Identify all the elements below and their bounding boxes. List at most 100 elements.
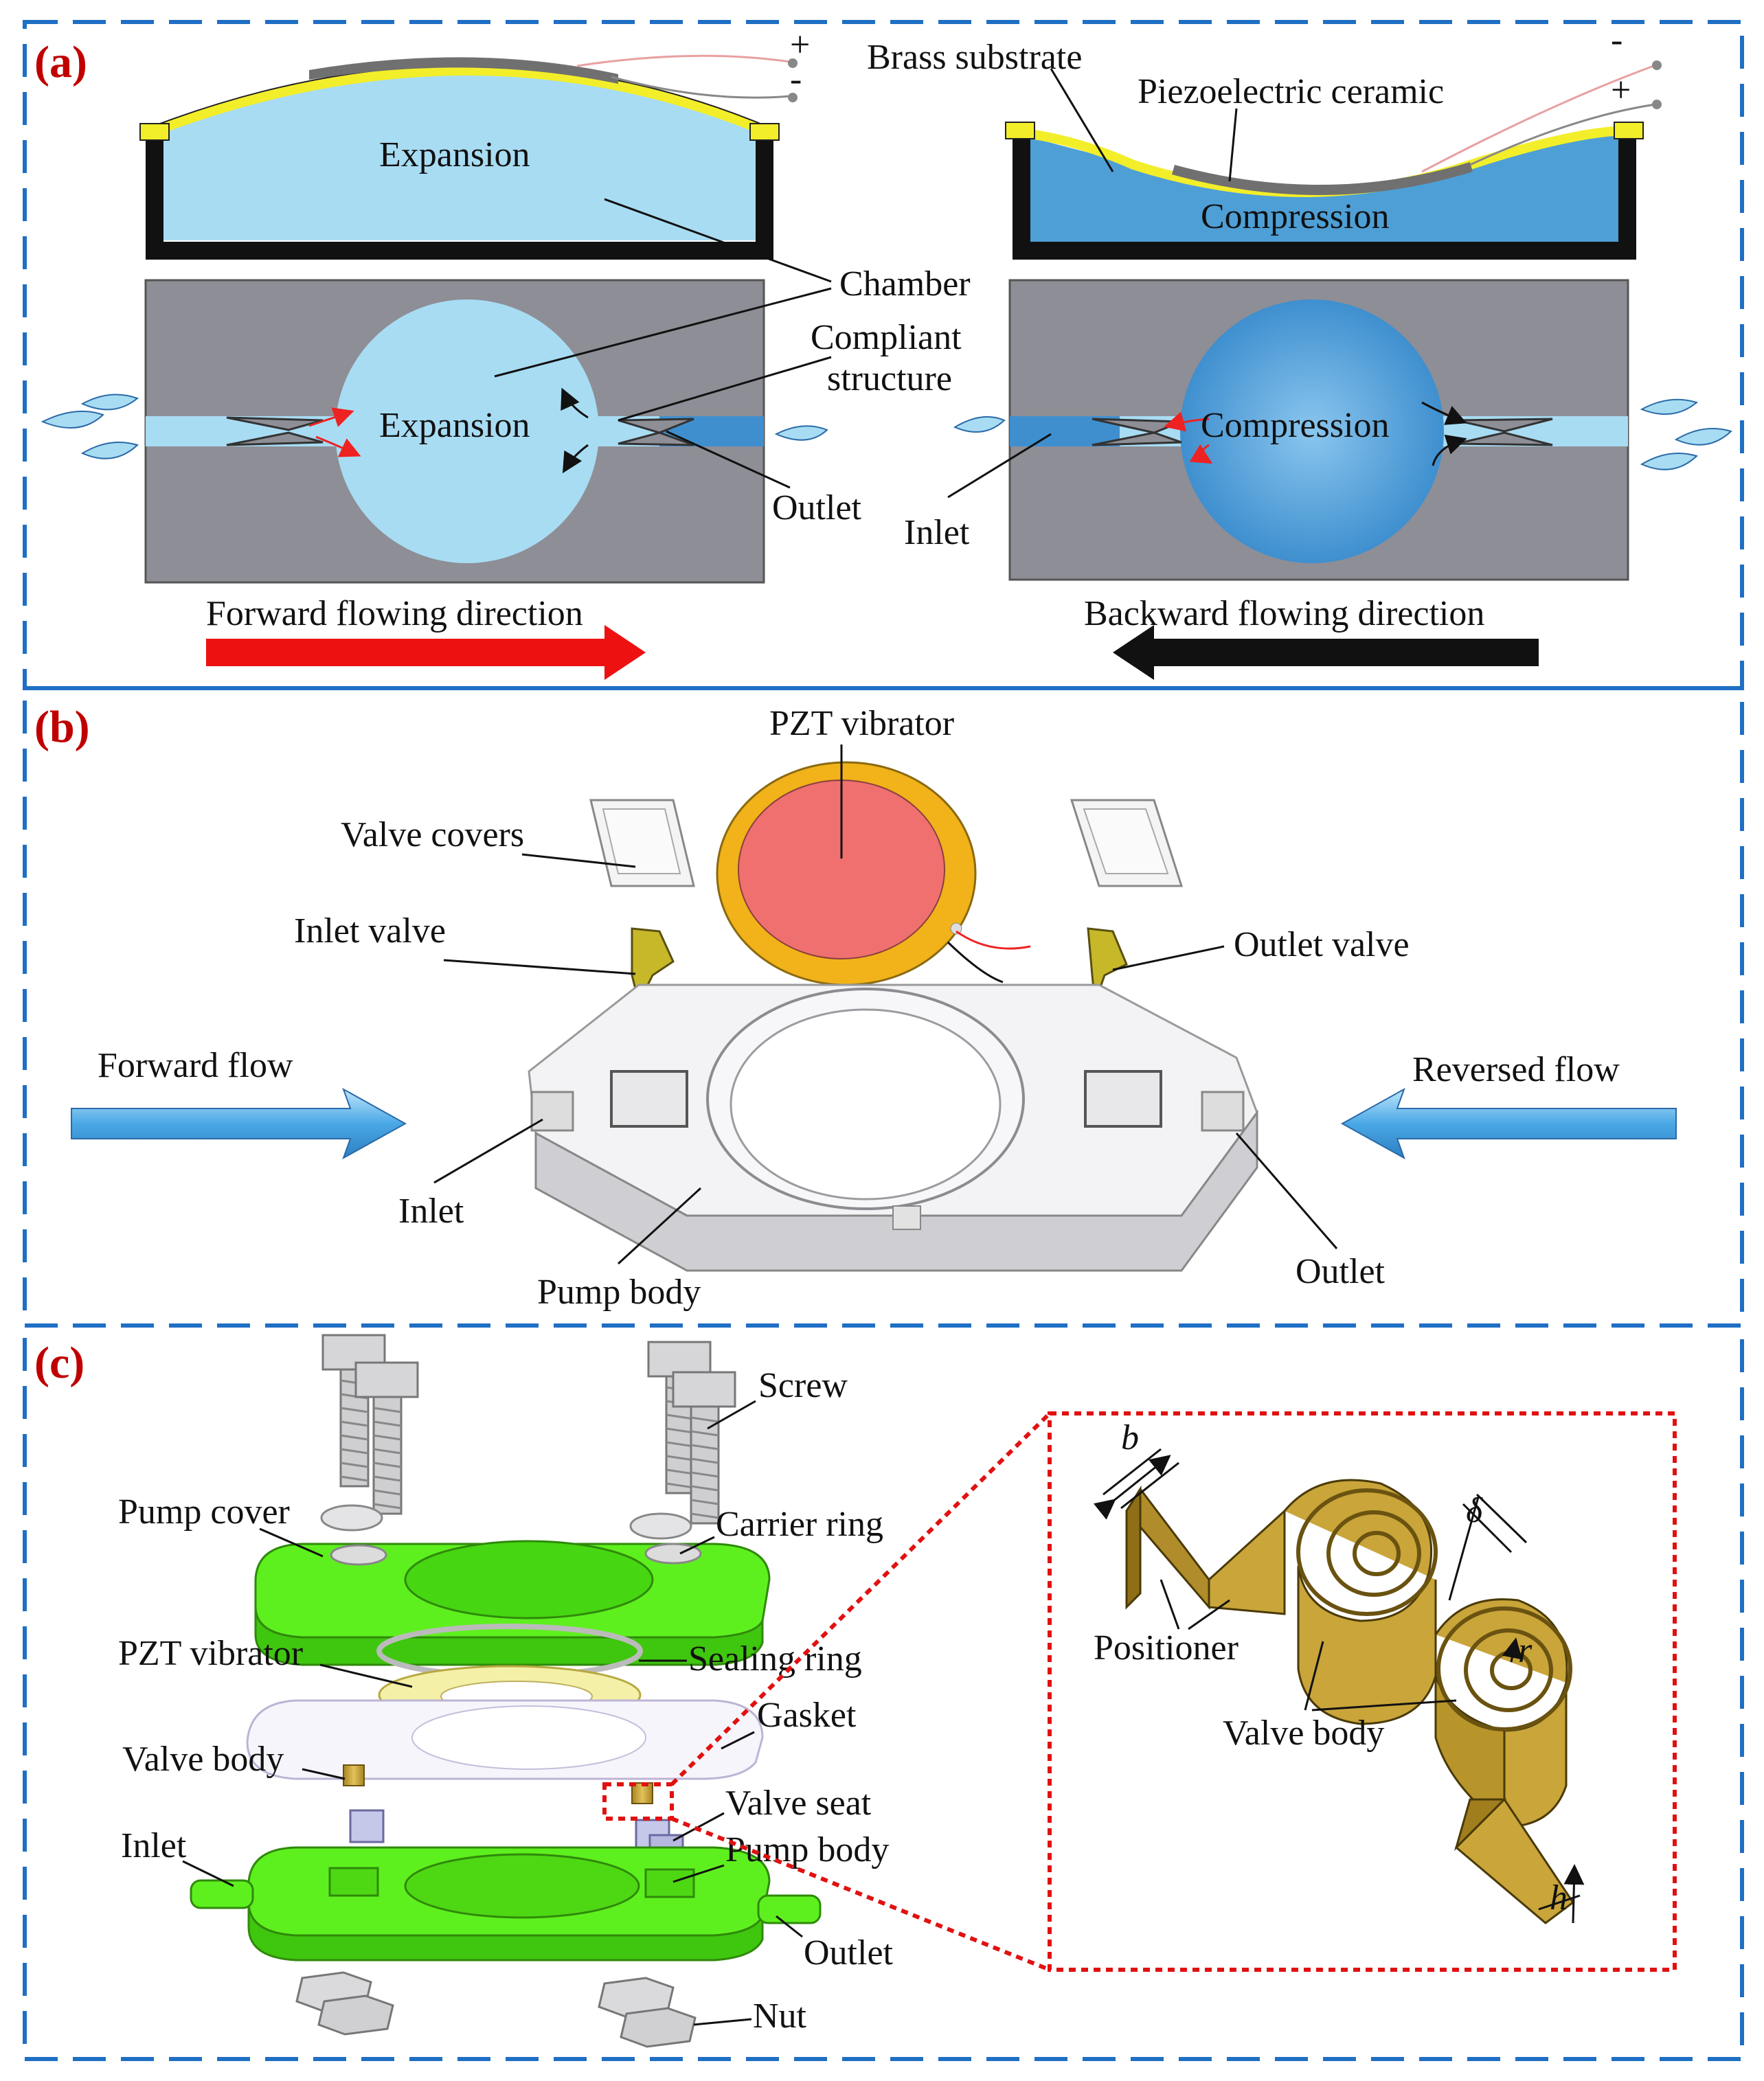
carrier-ring-left (330, 1544, 387, 1566)
pump-cover-hole (404, 1540, 654, 1619)
chamber-label: Chamber (839, 264, 971, 304)
dim-delta: δ (1466, 1491, 1483, 1530)
drop-8 (1640, 453, 1698, 470)
pump-body-chamber-inner (730, 1008, 1002, 1201)
pump-outlet-valve-pocket (1084, 1070, 1162, 1128)
outlet-label-a: Outlet (772, 488, 862, 527)
valve-covers-label: Valve covers (341, 815, 524, 854)
positioner-left-face (1125, 1485, 1142, 1610)
right-terminal-plus (1652, 100, 1662, 109)
pzt-wire-red (956, 930, 1031, 950)
right-outlet-flap-top (1456, 418, 1553, 433)
positioner-mid (1208, 1508, 1286, 1615)
left-side-view: + - Expansion (139, 25, 810, 260)
nut-left-2 (317, 1994, 394, 2036)
drop-4 (774, 425, 828, 441)
nut-right-2 (620, 2007, 697, 2048)
inset-valve-body-label: Valve body (1223, 1714, 1384, 1753)
valve-body-left (343, 1764, 365, 1786)
dim-b: b (1121, 1418, 1139, 1457)
pump-inlet-valve-pocket (610, 1070, 688, 1128)
left-plus-sign: + (790, 25, 810, 65)
right-wire-gray (1469, 103, 1656, 166)
drop-2 (80, 394, 139, 411)
callout-line-top (670, 1411, 1052, 1786)
right-clamp-r (1614, 122, 1644, 139)
spiral-1-outer (1283, 1479, 1437, 1725)
outlet-label-b: Outlet (1296, 1252, 1386, 1291)
dim-r: r (1518, 1631, 1533, 1670)
pump-cover-side (254, 1606, 764, 1666)
right-terminal-minus (1652, 60, 1662, 70)
left-wire-gray (611, 76, 791, 99)
left-terminal-plus (788, 58, 798, 68)
right-housing (1013, 130, 1636, 260)
dim-h: h (1550, 1878, 1568, 1918)
spiral-1-top (1296, 1488, 1438, 1616)
right-compression-bottom: Compression (1201, 406, 1389, 445)
carrier-ring-right (644, 1543, 702, 1565)
valve-cover-right-inner (1083, 808, 1169, 874)
outlet-valve-label: Outlet valve (1234, 925, 1410, 964)
carrier-ring-label: Carrier ring (716, 1505, 883, 1544)
brass-label: Brass substrate (867, 38, 1082, 77)
inlet-label-a: Inlet (904, 513, 970, 552)
drop-6 (1640, 398, 1699, 416)
spiral-1-in (1353, 1531, 1401, 1576)
pzt-label-c: PZT vibrator (118, 1634, 303, 1673)
outlet-label-c: Outlet (804, 1933, 894, 1972)
left-ceramic (309, 57, 618, 84)
right-clamp-l (1005, 122, 1035, 139)
screw-right-2 (672, 1371, 736, 1525)
spiral-2-outer (1434, 1598, 1568, 1828)
drop-3 (80, 442, 139, 459)
pump-body-c-chamber (404, 1853, 640, 1919)
left-black-arrow-1 (561, 387, 589, 419)
left-outlet-flap-bot (618, 431, 694, 446)
right-ceramic (1172, 162, 1473, 196)
spiral-1-mid (1326, 1510, 1421, 1597)
left-housing (146, 134, 773, 260)
panel-b-border (23, 686, 1744, 1328)
inset-dimensions (1093, 1448, 1585, 1924)
right-red-arrow-2 (1189, 444, 1213, 464)
pump-body-c-pocket-l (328, 1867, 379, 1897)
right-minus-sign: - (1611, 21, 1622, 60)
sealing-ring-label: Sealing ring (688, 1639, 862, 1679)
forward-flow-label: Forward flow (98, 1046, 293, 1085)
right-black-arrow-2 (1432, 434, 1467, 466)
left-black-arrow-2 (562, 444, 589, 474)
inset-valve (1125, 1479, 1575, 1924)
pump-body-side (534, 1109, 1258, 1272)
left-terminal-minus (788, 93, 798, 102)
right-wire-red (1421, 64, 1656, 173)
drop-7 (1674, 428, 1732, 446)
panel-c-border (23, 1323, 1744, 2061)
inlet-valve-label: Inlet valve (294, 911, 446, 951)
right-outlet-flap-bot (1456, 431, 1553, 446)
valve-seat-left (349, 1809, 385, 1843)
left-red-arrow-2 (315, 435, 361, 457)
pump-outlet-port (1201, 1091, 1245, 1132)
right-red-arrow-1 (1164, 411, 1210, 432)
left-chamber-fill (158, 73, 761, 240)
right-compression-top: Compression (1201, 197, 1389, 236)
drop-5 (953, 416, 1006, 433)
left-inlet-flap-top (226, 416, 324, 431)
forward-arrow (206, 625, 646, 680)
callout-box (602, 1782, 674, 1821)
valve-cover-left-inner (602, 808, 681, 874)
compliant-label-1: Compliant (811, 318, 962, 357)
left-expansion-top: Expansion (379, 135, 530, 174)
right-plus-sign: + (1611, 71, 1631, 110)
positioner-label: Positioner (1094, 1628, 1239, 1668)
right-side-view: - + Compression (1005, 21, 1662, 260)
positioner-right-face (1454, 1798, 1507, 1852)
callout-line-bottom (670, 1817, 1051, 1972)
valve-body-label-c: Valve body (122, 1740, 284, 1779)
panel-b: (b) PZT vibrator Valve covers Inlet valv… (34, 702, 1677, 1312)
screw-label: Screw (758, 1366, 848, 1405)
inset-box (1048, 1411, 1677, 1972)
left-clamp-r (749, 123, 780, 141)
